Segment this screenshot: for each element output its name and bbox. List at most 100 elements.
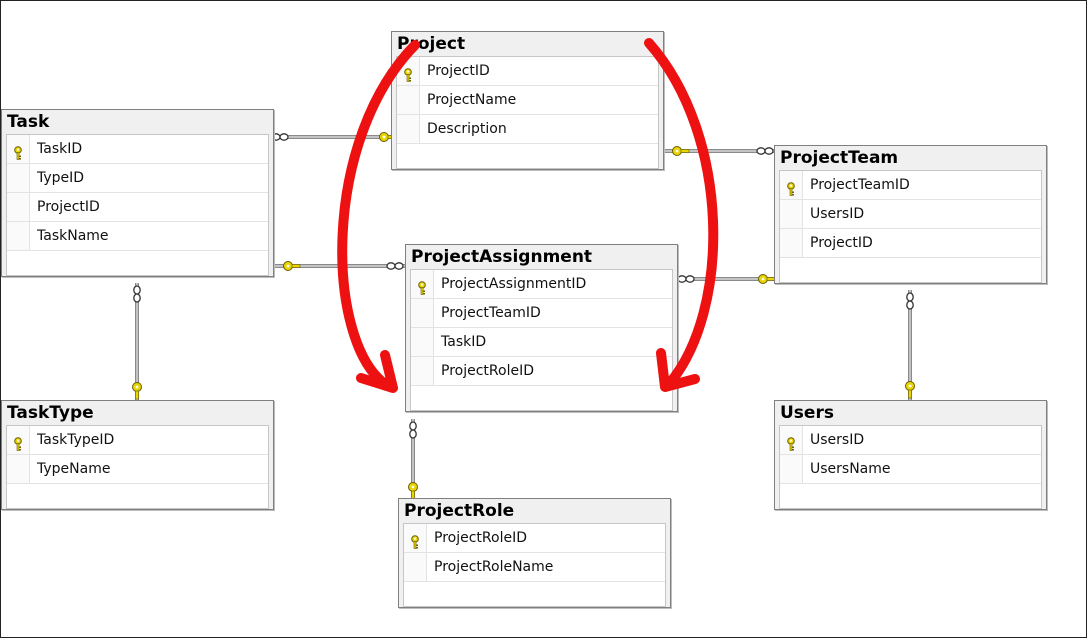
primary-key-icon — [12, 142, 24, 160]
column-name: TaskTypeID — [37, 432, 115, 448]
infinity-icon — [906, 292, 914, 310]
column-grid: ProjectRoleID ProjectRoleName — [403, 523, 666, 607]
rel-task-tasktype[interactable] — [132, 283, 142, 400]
row-selector — [7, 164, 30, 192]
primary-key-icon — [785, 178, 797, 196]
primary-key-icon — [409, 531, 421, 549]
row-selector — [780, 200, 803, 228]
column-name: ProjectRoleName — [434, 559, 554, 575]
column-row[interactable]: TaskID — [411, 328, 672, 357]
table-users[interactable]: Users UsersID UsersName — [774, 400, 1047, 510]
column-name: TypeName — [37, 461, 111, 477]
table-tasktype[interactable]: TaskType TaskTypeID TypeName — [1, 400, 274, 510]
table-title: Task — [7, 112, 50, 132]
column-row[interactable]: ProjectRoleID — [404, 524, 665, 553]
blank-row — [7, 484, 268, 508]
column-name: TaskName — [37, 228, 109, 244]
column-name: ProjectName — [427, 92, 517, 108]
column-row[interactable]: TaskTypeID — [7, 426, 268, 455]
infinity-icon — [271, 133, 289, 141]
column-grid: UsersID UsersName — [779, 425, 1042, 509]
column-name: ProjectTeamID — [810, 177, 910, 193]
infinity-icon — [756, 147, 774, 155]
row-selector — [780, 455, 803, 483]
row-selector — [411, 299, 434, 327]
column-row[interactable]: ProjectRoleID — [411, 357, 672, 386]
column-name: TypeID — [37, 170, 85, 186]
column-row[interactable]: ProjectTeamID — [780, 171, 1041, 200]
column-name: ProjectTeamID — [441, 305, 541, 321]
rel-projectassignment-projectteam[interactable] — [676, 274, 776, 284]
row-selector — [397, 115, 420, 143]
rel-projectteam-project[interactable] — [662, 146, 774, 156]
column-row[interactable]: ProjectID — [780, 229, 1041, 258]
table-title: ProjectRole — [404, 501, 515, 521]
column-name: UsersID — [810, 206, 865, 222]
table-title: ProjectTeam — [780, 148, 899, 168]
row-selector — [411, 328, 434, 356]
column-row[interactable]: UsersID — [780, 426, 1041, 455]
table-projectteam[interactable]: ProjectTeam ProjectTeamID UsersID ProjectI… — [774, 145, 1047, 284]
key-icon — [672, 146, 690, 156]
table-title: ProjectAssignment — [411, 247, 593, 267]
key-icon — [132, 382, 142, 400]
column-row[interactable]: ProjectTeamID — [411, 299, 672, 328]
column-row[interactable]: UsersID — [780, 200, 1041, 229]
infinity-icon — [133, 285, 141, 303]
blank-row — [7, 251, 268, 275]
rel-projectassignment-projectrole[interactable] — [408, 419, 418, 500]
rel-projectteam-users[interactable] — [905, 290, 915, 400]
primary-key-icon — [785, 433, 797, 451]
blank-row — [404, 582, 665, 606]
column-row[interactable]: TaskID — [7, 135, 268, 164]
column-row[interactable]: ProjectID — [397, 57, 658, 86]
row-selector — [7, 193, 30, 221]
table-title: TaskType — [7, 403, 94, 423]
infinity-icon — [409, 421, 417, 439]
column-grid: TaskID TypeID ProjectID TaskName — [6, 134, 269, 276]
key-icon — [283, 261, 301, 271]
infinity-icon — [677, 275, 695, 283]
rel-projectassignment-task[interactable] — [272, 261, 405, 271]
table-title: Users — [780, 403, 834, 423]
row-selector — [7, 222, 30, 250]
row-selector — [7, 455, 30, 483]
column-name: TaskID — [37, 141, 83, 157]
column-row[interactable]: ProjectID — [7, 193, 268, 222]
column-row[interactable]: ProjectAssignmentID — [411, 270, 672, 299]
primary-key-icon — [402, 64, 414, 82]
column-grid: ProjectAssignmentID ProjectTeamID TaskID Pr… — [410, 269, 673, 411]
infinity-icon — [386, 262, 404, 270]
column-row[interactable]: UsersName — [780, 455, 1041, 484]
blank-row — [780, 258, 1041, 282]
blank-row — [780, 484, 1041, 508]
table-title: Project — [397, 34, 466, 54]
primary-key-icon — [12, 433, 24, 451]
primary-key-icon — [416, 277, 428, 295]
column-grid: TaskTypeID TypeName — [6, 425, 269, 509]
column-row[interactable]: TypeID — [7, 164, 268, 193]
blank-row — [411, 386, 672, 410]
column-grid: ProjectTeamID UsersID ProjectID — [779, 170, 1042, 283]
column-name: ProjectRoleID — [441, 363, 534, 379]
column-name: ProjectAssignmentID — [441, 276, 587, 292]
rel-task-project[interactable] — [271, 132, 397, 142]
row-selector — [780, 229, 803, 257]
row-selector — [411, 357, 434, 385]
column-name: UsersName — [810, 461, 891, 477]
table-task[interactable]: Task TaskID TypeID ProjectID TaskName — [1, 109, 274, 277]
column-row[interactable]: ProjectName — [397, 86, 658, 115]
column-row[interactable]: TypeName — [7, 455, 268, 484]
column-name: ProjectRoleID — [434, 530, 527, 546]
column-name: Description — [427, 121, 507, 137]
column-name: ProjectID — [810, 235, 873, 251]
column-row[interactable]: Description — [397, 115, 658, 144]
table-projectrole[interactable]: ProjectRole ProjectRoleID ProjectRoleName — [398, 498, 671, 608]
row-selector — [397, 86, 420, 114]
column-row[interactable]: ProjectRoleName — [404, 553, 665, 582]
column-row[interactable]: TaskName — [7, 222, 268, 251]
